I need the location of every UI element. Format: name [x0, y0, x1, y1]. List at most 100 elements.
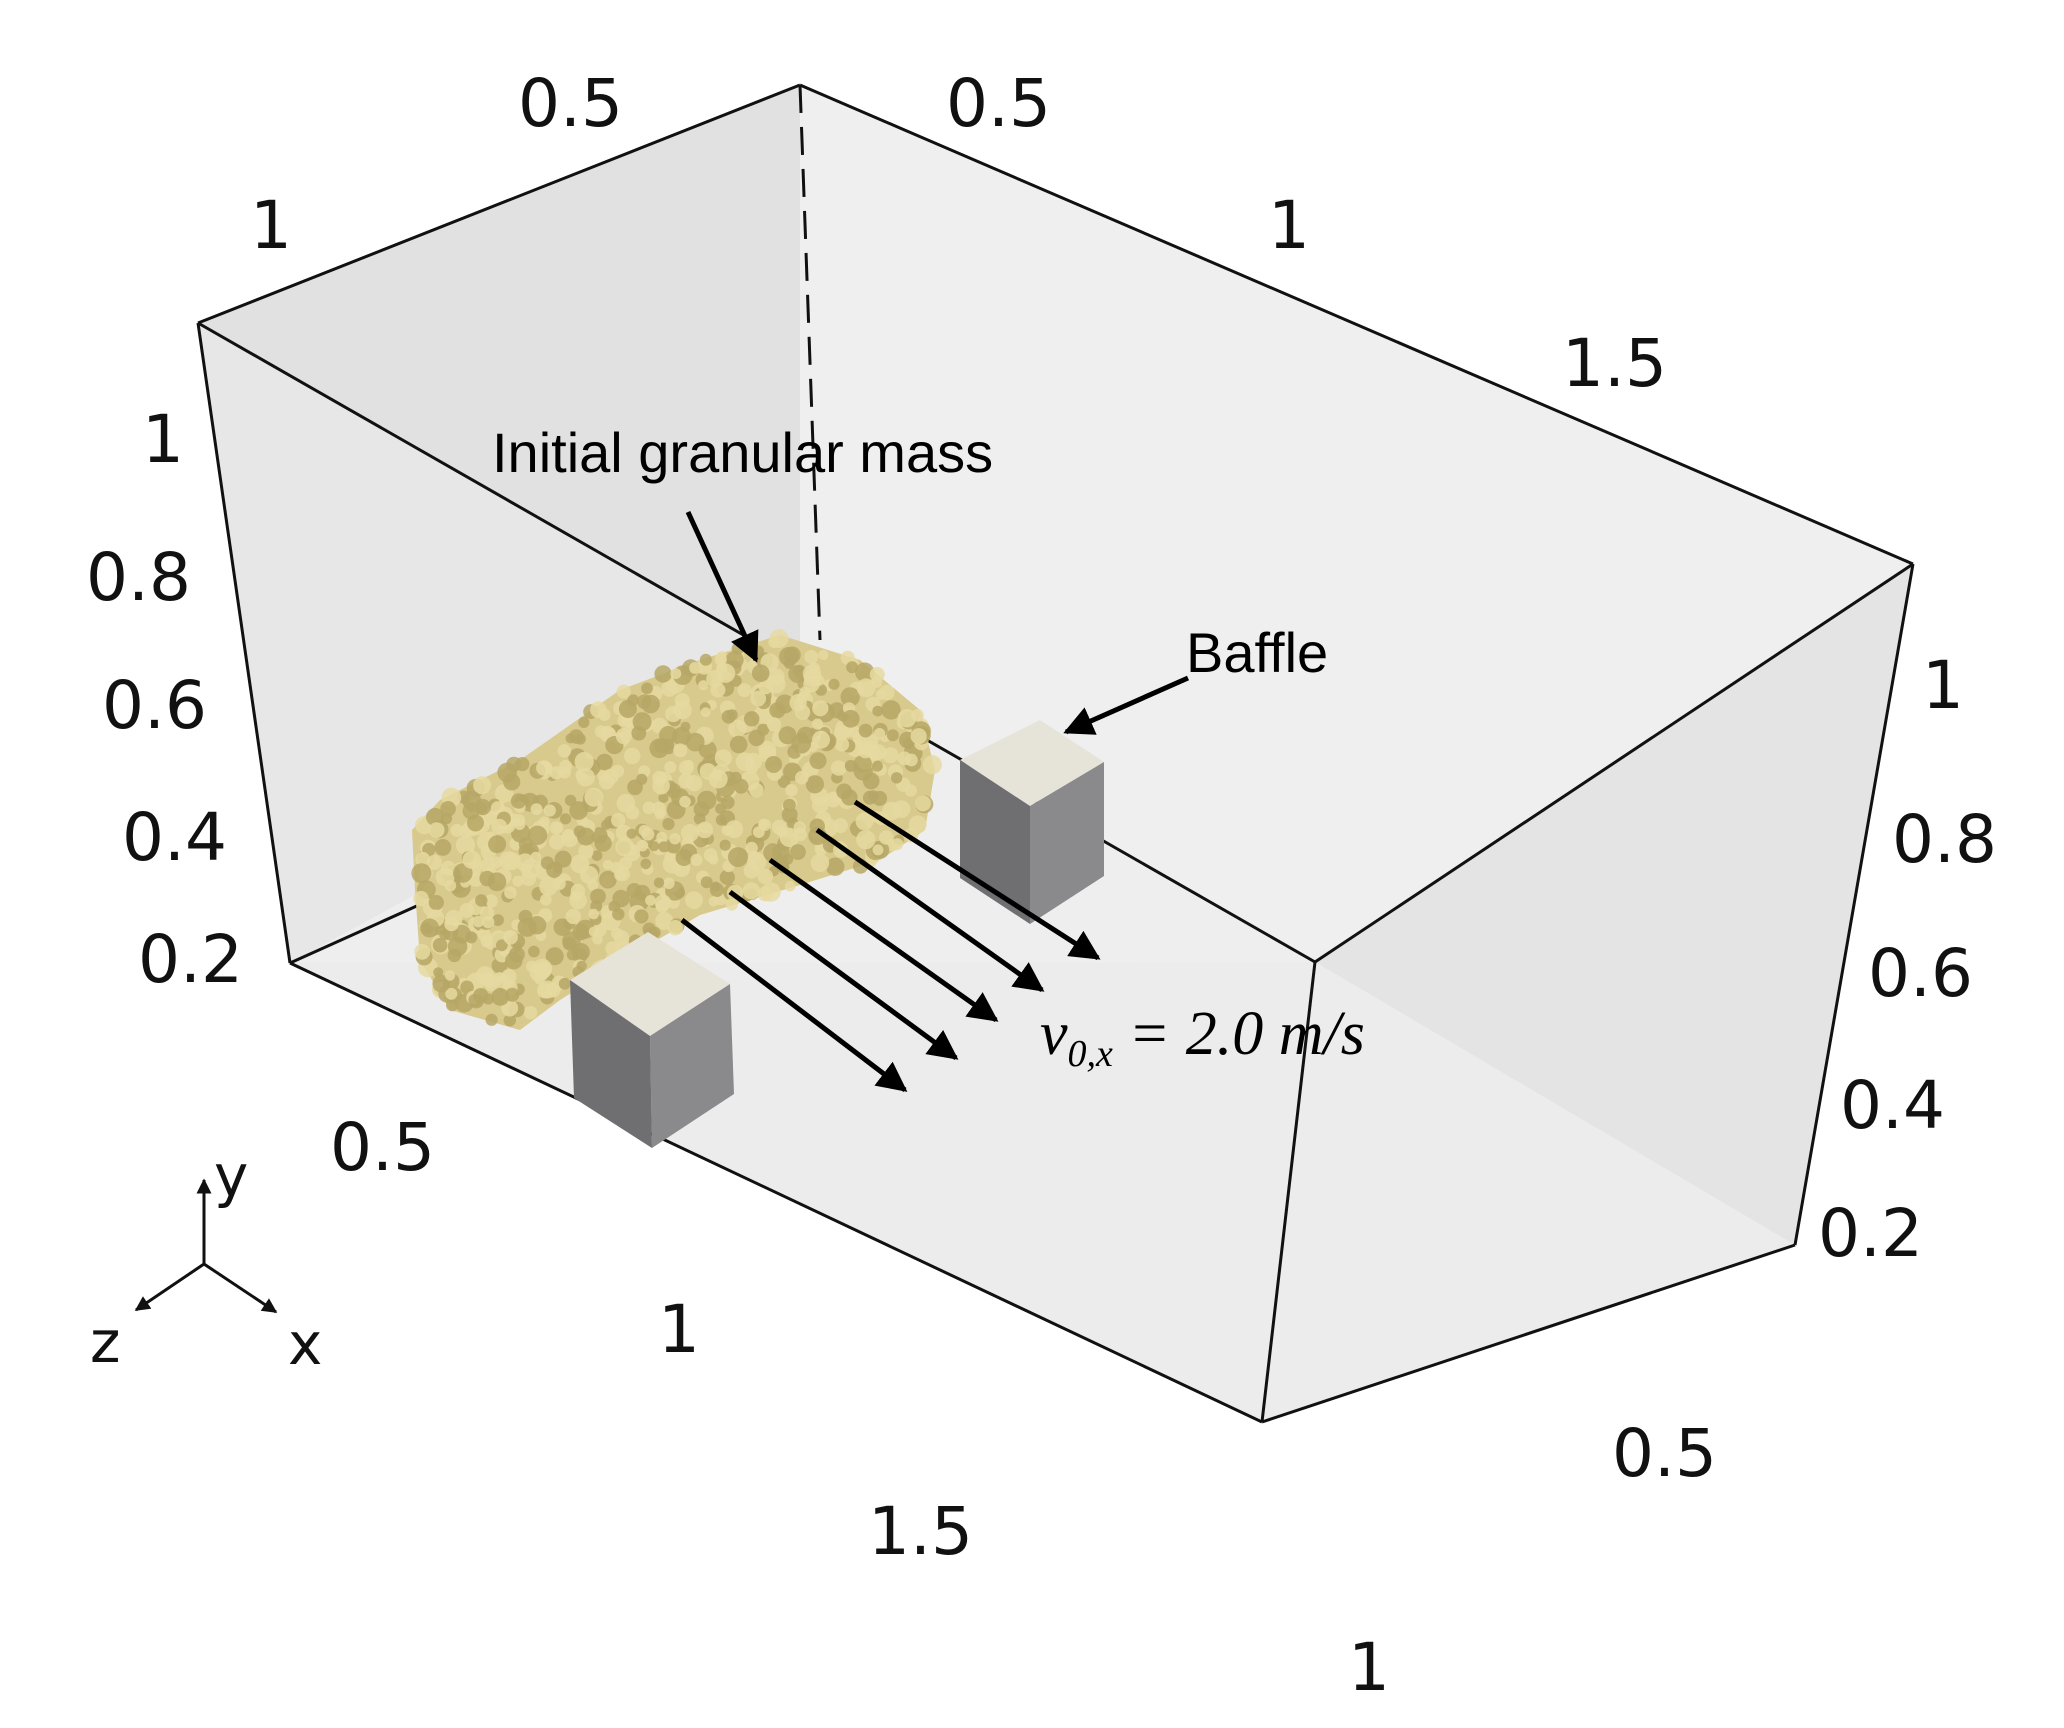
granular-particle	[499, 851, 518, 870]
granular-particle	[576, 827, 595, 846]
granular-particle	[869, 667, 885, 682]
granular-particle	[528, 945, 540, 958]
granular-particle	[757, 868, 774, 885]
granular-particle	[434, 839, 452, 856]
baffle-far-top	[960, 720, 1104, 806]
granular-particle	[641, 694, 660, 714]
granular-particle	[654, 809, 665, 820]
granular-particle	[562, 936, 576, 951]
tick-label: 1	[142, 401, 184, 478]
tick-label: 1	[250, 187, 292, 264]
granular-particle	[592, 934, 603, 945]
granular-particle	[744, 711, 760, 727]
granular-particle	[785, 783, 798, 797]
granular-particle	[725, 820, 744, 839]
tick-label: 0.6	[1868, 935, 1973, 1012]
granular-particle	[634, 909, 649, 924]
granular-particle	[591, 850, 603, 861]
granular-particle	[503, 930, 518, 945]
box-edge-top-back	[799, 83, 1914, 566]
granular-particle	[678, 760, 694, 776]
granular-particle	[590, 701, 607, 718]
granular-particle	[638, 824, 651, 837]
granular-particle	[696, 821, 714, 839]
granular-particle	[530, 803, 543, 815]
granular-particle	[475, 966, 495, 985]
granular-particle	[564, 794, 577, 807]
granular-particle	[673, 743, 688, 758]
granular-particle	[664, 761, 677, 774]
baffle-far-side	[1030, 762, 1104, 924]
baffle-near	[570, 932, 734, 1148]
granular-particle	[882, 747, 899, 764]
granular-particle	[735, 752, 755, 771]
granular-particle	[813, 674, 825, 687]
x-axis-label: x	[288, 1310, 322, 1378]
granular-particle	[444, 970, 456, 981]
granular-particle	[440, 860, 456, 876]
granular-particle	[670, 668, 682, 680]
granular-particle	[561, 828, 575, 842]
granular-particle	[572, 923, 590, 941]
granular-particle	[719, 839, 731, 851]
granular-particle	[565, 908, 581, 925]
granular-particle	[615, 728, 633, 745]
granular-particle	[795, 770, 809, 785]
granular-particle	[811, 718, 824, 730]
granular-mass	[411, 629, 942, 1030]
granular-particle	[758, 679, 773, 695]
velocity-value: = 2.0 m/s	[1113, 1000, 1365, 1068]
granular-particle	[618, 856, 633, 871]
granular-particle	[652, 777, 670, 795]
granular-particle	[879, 684, 895, 701]
granular-particle	[751, 664, 770, 682]
granular-particle	[590, 888, 606, 905]
granular-particle	[536, 760, 552, 776]
granular-particle	[515, 853, 535, 872]
granular-particle	[614, 869, 626, 881]
granular-particle	[636, 773, 648, 785]
tick-label: 1	[1268, 187, 1310, 264]
granular-particle	[549, 833, 565, 850]
granular-particle	[812, 797, 829, 814]
granular-particle	[504, 886, 517, 899]
granular-particle	[503, 1014, 516, 1027]
granular-particle	[414, 943, 431, 960]
tick-label: 0.5	[946, 65, 1051, 142]
granular-particle	[693, 801, 710, 818]
granular-particle	[641, 682, 653, 695]
granular-particle	[530, 851, 542, 863]
granular-particle	[828, 678, 840, 690]
granular-particle	[653, 877, 665, 888]
granular-particle	[613, 930, 630, 946]
granular-particle	[444, 879, 457, 892]
box-edge-left-vertical	[196, 322, 292, 964]
granular-particle	[812, 700, 829, 717]
granular-particle	[748, 729, 765, 747]
granular-particle	[840, 687, 860, 707]
granular-particle	[743, 862, 760, 879]
granular-particle	[490, 801, 505, 816]
tick-label: 0.4	[1840, 1067, 1945, 1144]
granular-particle	[515, 757, 530, 772]
baffle-near-side	[650, 984, 734, 1148]
granular-particle	[432, 937, 448, 953]
granular-particle	[545, 982, 561, 998]
granular-particle	[867, 790, 879, 802]
velocity-arrow	[768, 857, 999, 1023]
granular-particle	[665, 705, 682, 723]
granular-particle	[450, 823, 464, 837]
granular-particle	[491, 988, 510, 1006]
velocity-arrow	[680, 918, 908, 1092]
granular-particle	[627, 694, 639, 706]
granular-particle	[758, 819, 769, 830]
granular-particle	[699, 653, 712, 666]
baffle-pointer	[1063, 675, 1190, 735]
granular-particle	[721, 795, 735, 810]
granular-particle	[689, 662, 701, 674]
tick-label: 0.8	[1892, 801, 1997, 878]
granular-particle	[661, 680, 678, 697]
granular-particle	[558, 766, 571, 779]
box-edge-front-vertical	[1260, 961, 1317, 1423]
granular-particle	[792, 664, 806, 678]
